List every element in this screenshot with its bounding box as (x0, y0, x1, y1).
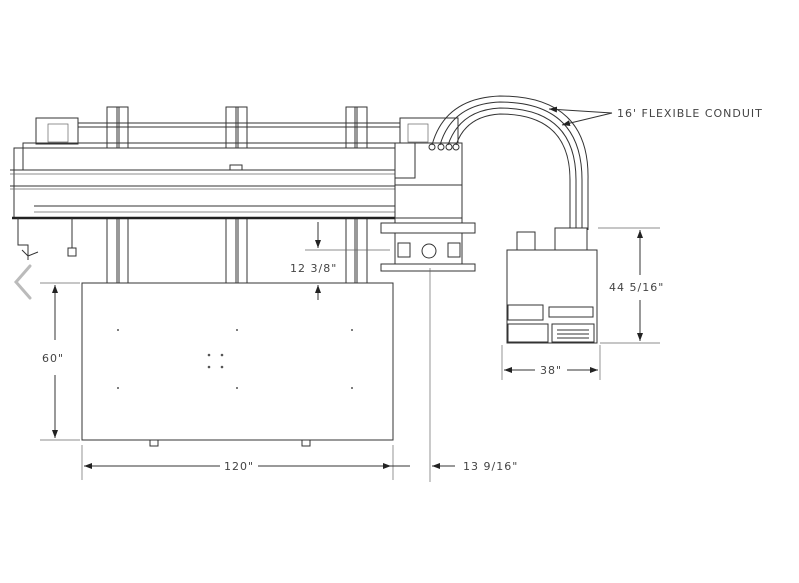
table-width-dimension: 120" (224, 460, 254, 473)
control-cabinet (506, 227, 598, 344)
chevron-left-icon (11, 262, 34, 302)
head-offset-dimension: 13 9/16" (463, 460, 518, 473)
conduit-label: 16' FLEXIBLE CONDUIT (617, 107, 763, 120)
work-table (81, 282, 394, 447)
head-clearance-dimension: 12 3/8" (290, 262, 337, 275)
gantry-beam (10, 142, 396, 260)
dimension-lines (40, 106, 660, 482)
flexible-conduit (431, 95, 589, 230)
previous-image-button[interactable] (8, 262, 38, 302)
cabinet-height-dimension: 44 5/16" (609, 281, 664, 294)
carriage-head (380, 142, 476, 272)
cabinet-width-dimension: 38" (540, 364, 562, 377)
table-depth-dimension: 60" (42, 352, 64, 365)
